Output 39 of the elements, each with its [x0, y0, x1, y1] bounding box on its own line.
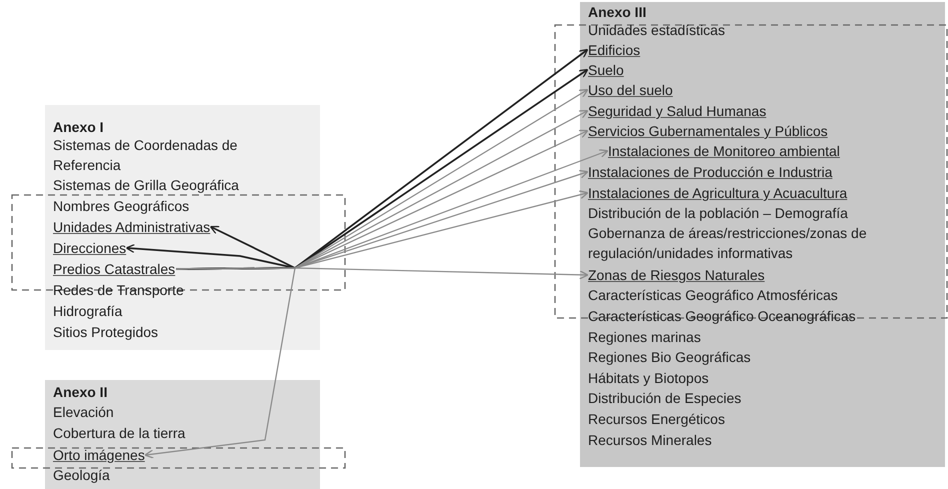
list-item: Edificios	[588, 40, 640, 60]
list-item: Unidades estadísticas	[588, 20, 725, 40]
list-item: Instalaciones de Monitoreo ambiental	[608, 141, 840, 161]
list-item: Uso del suelo	[588, 80, 673, 100]
list-item: Gobernanza de áreas/restricciones/zonas de regulación/unidades informativas	[588, 223, 873, 263]
list-item: Distribución de Especies	[588, 388, 742, 408]
list-panel	[45, 105, 320, 350]
panel-heading: Anexo II	[53, 383, 108, 402]
list-item: Características Geográfico Oceanográficas	[588, 306, 856, 326]
list-item: Sitios Protegidos	[53, 322, 158, 342]
list-item: Suelo	[588, 60, 624, 80]
list-item: Elevación	[53, 402, 114, 422]
list-item: Cobertura de la tierra	[53, 423, 186, 443]
list-item: Sistemas de Coordenadas de Referencia	[53, 135, 283, 175]
list-item: Geología	[53, 465, 110, 485]
list-panel	[45, 380, 320, 489]
list-item: Servicios Gubernamentales y Públicos	[588, 121, 828, 141]
list-item: Hidrografía	[53, 301, 122, 321]
list-panel	[580, 2, 945, 467]
list-item: Instalaciones de Agricultura y Acuacultura	[588, 183, 848, 203]
panel-heading: Anexo III	[588, 3, 646, 22]
list-item: Orto imágenes	[53, 445, 145, 465]
list-item: Instalaciones de Producción e Industria	[588, 162, 832, 182]
arrow	[144, 267, 296, 459]
list-item: Hábitats y Biotopos	[588, 368, 709, 388]
list-item: Características Geográfico Atmosféricas	[588, 285, 838, 305]
list-item: Seguridad y Salud Humanas	[588, 101, 766, 121]
list-item: Direcciones	[53, 238, 126, 258]
list-item: Recursos Energéticos	[588, 409, 725, 429]
list-item: Predios Catastrales	[53, 259, 176, 279]
list-item: Recursos Minerales	[588, 430, 712, 450]
panel-heading: Anexo I	[53, 118, 104, 137]
list-item: Sistemas de Grilla Geográfica	[53, 175, 239, 195]
list-item: Distribución de la población – Demografía	[588, 203, 848, 223]
list-item: Nombres Geográficos	[53, 196, 190, 216]
list-item: Zonas de Riesgos Naturales	[588, 265, 765, 285]
list-item: Regiones marinas	[588, 327, 701, 347]
list-item: Regiones Bio Geográficas	[588, 347, 751, 367]
list-item: Unidades Administrativas	[53, 217, 210, 237]
